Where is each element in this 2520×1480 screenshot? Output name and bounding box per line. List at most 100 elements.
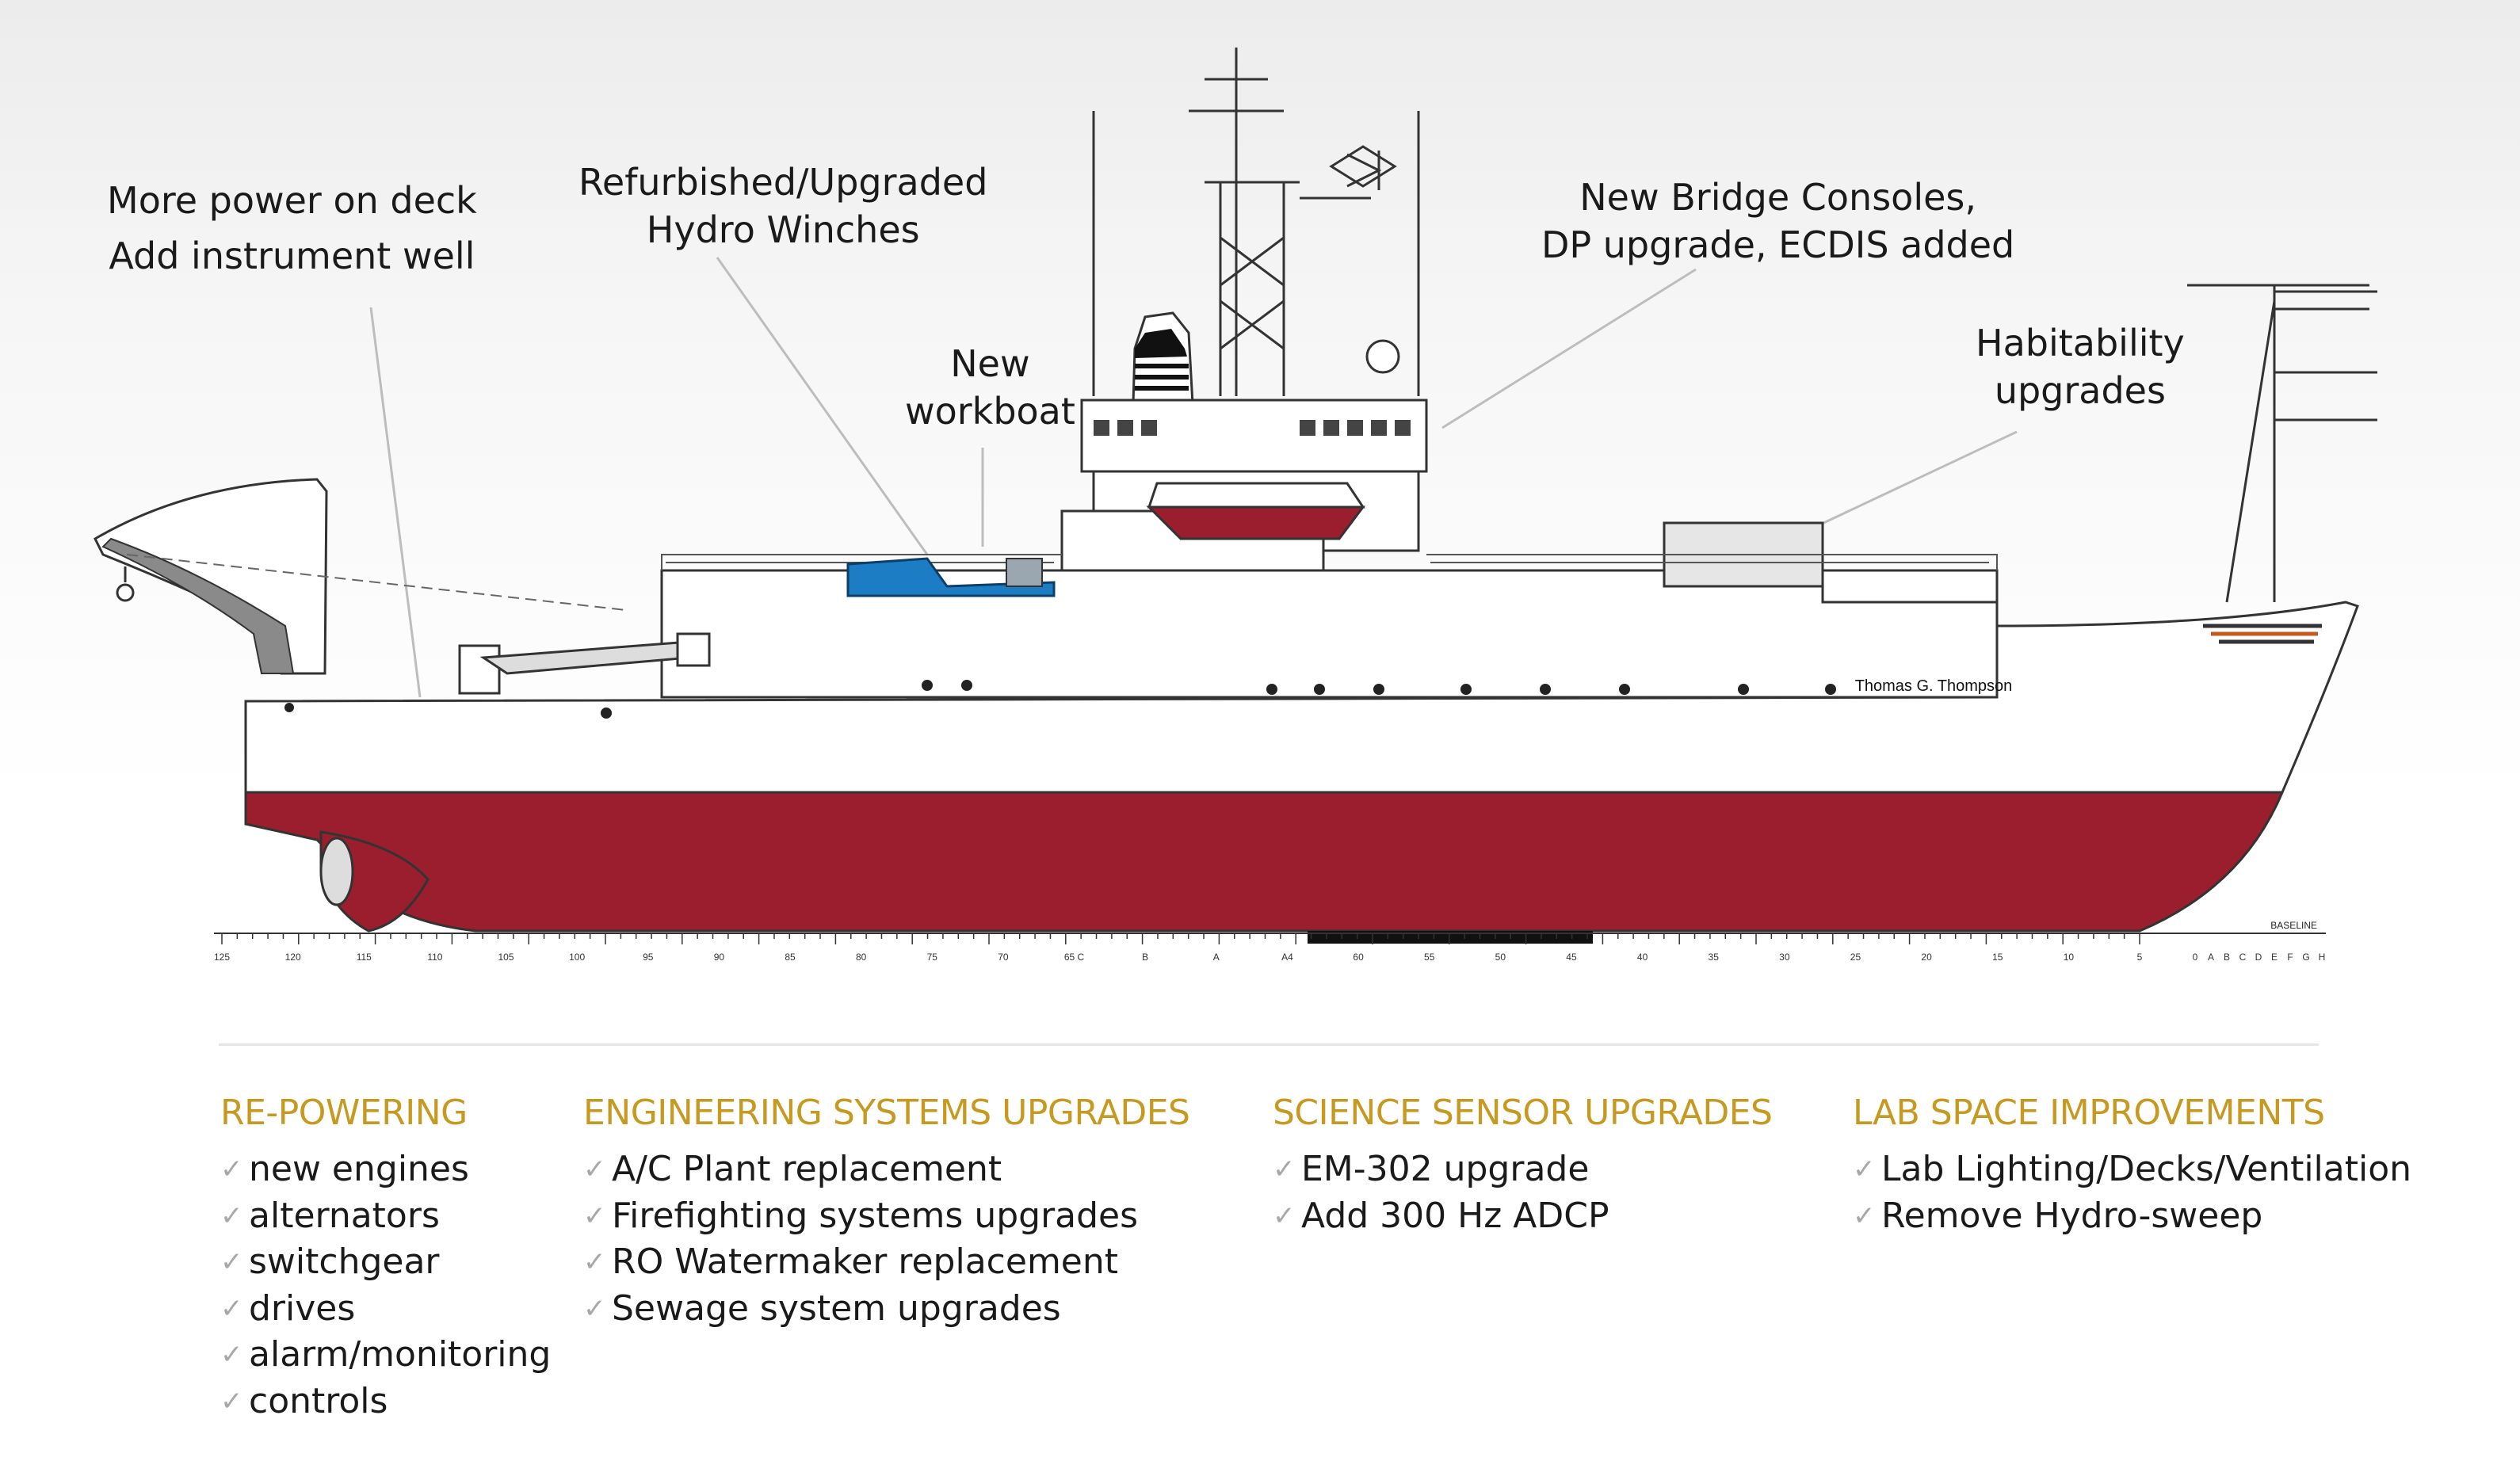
- scale-label: A: [1213, 952, 1220, 963]
- deck-crane: [458, 632, 711, 695]
- baseline-label: BASELINE: [2270, 920, 2317, 931]
- column-title: RE-POWERING: [220, 1093, 468, 1133]
- scale-label: D: [2255, 952, 2262, 963]
- check-icon: ✓: [1853, 1200, 1876, 1232]
- scale-label: 125: [214, 952, 230, 963]
- scale-label: 0: [2193, 952, 2198, 963]
- list-item-text: alarm/monitoring: [249, 1334, 552, 1375]
- list-item-text: RO Watermaker replacement: [612, 1242, 1119, 1282]
- check-icon: ✓: [583, 1200, 606, 1232]
- scale-label: 115: [357, 952, 372, 963]
- list-item-text: Sewage system upgrades: [612, 1287, 1061, 1329]
- list-item-text: Remove Hydro-sweep: [1881, 1195, 2263, 1236]
- scale-label: 120: [285, 952, 301, 963]
- callout-power-deck-line1: More power on deck: [107, 179, 477, 222]
- callout-workboat-line2: workboat: [905, 390, 1075, 433]
- scale-label: 50: [1495, 952, 1506, 963]
- upgrade-column-lab-space: LAB SPACE IMPROVEMENTS ✓Lab Lighting/Dec…: [1853, 1089, 2411, 1239]
- check-icon: ✓: [220, 1292, 243, 1325]
- scale-label: 65 C: [1064, 952, 1085, 963]
- list-item-text: alternators: [249, 1195, 440, 1236]
- callout-hydro-winches-line2: Hydro Winches: [646, 208, 920, 251]
- scale-label: 15: [1992, 952, 2003, 963]
- scale-label: B: [1142, 952, 1148, 963]
- list-item: ✓new engines: [220, 1146, 551, 1193]
- callout-workboat-line1: New: [950, 342, 1030, 385]
- callout-power-deck-line2: Add instrument well: [109, 235, 475, 277]
- upgrade-column-science: SCIENCE SENSOR UPGRADES ✓EM-302 upgrade …: [1273, 1089, 1773, 1240]
- scale-label: 5: [2137, 952, 2143, 963]
- hull-portholes: [284, 680, 1836, 719]
- scale-label: 85: [785, 952, 796, 963]
- check-icon: ✓: [1273, 1154, 1296, 1185]
- bridge-windows: [1094, 420, 1411, 436]
- check-icon: ✓: [583, 1292, 606, 1325]
- scale-label: 100: [569, 952, 585, 963]
- stern-a-frame: [94, 478, 627, 675]
- scale-label: 105: [498, 952, 514, 963]
- list-item-text: switchgear: [249, 1242, 440, 1282]
- list-item-text: A/C Plant replacement: [612, 1149, 1002, 1189]
- scale-label: A4: [1281, 952, 1293, 963]
- list-item: ✓Remove Hydro-sweep: [1853, 1193, 2411, 1240]
- hull-upper: [244, 601, 2359, 794]
- check-icon: ✓: [220, 1154, 243, 1185]
- list-item: ✓A/C Plant replacement: [583, 1146, 1189, 1193]
- callout-workboat: New workboat: [905, 340, 1075, 435]
- hull-lower: [244, 791, 2285, 933]
- list-item-text: Add 300 Hz ADCP: [1301, 1195, 1609, 1236]
- scale-label: 75: [927, 952, 938, 963]
- leader-line-winches: [716, 257, 929, 555]
- funnel: [1132, 311, 1400, 406]
- list-item: ✓switchgear: [220, 1239, 551, 1286]
- callout-hydro-winches-line1: Refurbished/Upgraded: [578, 161, 988, 204]
- column-title: LAB SPACE IMPROVEMENTS: [1853, 1093, 2325, 1133]
- list-item-text: new engines: [249, 1149, 469, 1189]
- scale-label: E: [2271, 952, 2278, 963]
- scale-label: A: [2208, 952, 2214, 963]
- list-item: ✓controls: [220, 1379, 551, 1425]
- scale-label: B: [2224, 952, 2230, 963]
- scale-label: 35: [1709, 952, 1720, 963]
- check-icon: ✓: [1853, 1154, 1876, 1185]
- scale-label: H: [2319, 952, 2326, 963]
- check-icon: ✓: [583, 1154, 606, 1185]
- scale-label: 80: [856, 952, 867, 963]
- list-item-text: Lab Lighting/Decks/Ventilation: [1881, 1149, 2412, 1189]
- scale-label: G: [2302, 952, 2309, 963]
- list-item-text: controls: [249, 1380, 388, 1421]
- scale-label: 45: [1566, 952, 1577, 963]
- scale-label: 10: [2064, 952, 2075, 963]
- scale-label: 70: [998, 952, 1009, 963]
- callout-habitability: Habitability upgrades: [1976, 319, 2185, 414]
- list-item: ✓alternators: [220, 1193, 551, 1240]
- callout-power-deck: More power on deck Add instrument well: [107, 177, 477, 280]
- bow-stripes: [2203, 624, 2322, 644]
- scale-label: 30: [1779, 952, 1790, 963]
- ship-name-label: Thomas G. Thompson: [1855, 677, 2013, 695]
- list-item: ✓Add 300 Hz ADCP: [1273, 1193, 1772, 1240]
- callout-habitability-line2: upgrades: [1994, 369, 2166, 412]
- leader-line-bridge: [1441, 268, 1697, 429]
- scale-label: 60: [1353, 952, 1364, 963]
- check-icon: ✓: [220, 1339, 243, 1371]
- scale-label: 110: [427, 952, 442, 963]
- hydro-winches: [846, 557, 1056, 597]
- scale-label: 25: [1850, 952, 1861, 963]
- scale-label: 40: [1637, 952, 1648, 963]
- upgrade-column-repowering: RE-POWERING ✓new engines ✓alternators ✓s…: [220, 1089, 551, 1425]
- list-item: ✓alarm/monitoring: [220, 1332, 551, 1379]
- masts: [1092, 48, 2377, 603]
- list-item: ✓RO Watermaker replacement: [583, 1239, 1189, 1286]
- superstructure: [660, 399, 1999, 699]
- upgrade-column-engineering: ENGINEERING SYSTEMS UPGRADES ✓A/C Plant …: [583, 1089, 1190, 1332]
- check-icon: ✓: [1273, 1200, 1296, 1232]
- scale-label: 95: [643, 952, 654, 963]
- list-item: ✓Firefighting systems upgrades: [583, 1193, 1189, 1240]
- column-title: SCIENCE SENSOR UPGRADES: [1273, 1093, 1773, 1133]
- scale-label: F: [2287, 952, 2293, 963]
- scale-label: 20: [1921, 952, 1932, 963]
- list-item-text: Firefighting systems upgrades: [612, 1195, 1139, 1236]
